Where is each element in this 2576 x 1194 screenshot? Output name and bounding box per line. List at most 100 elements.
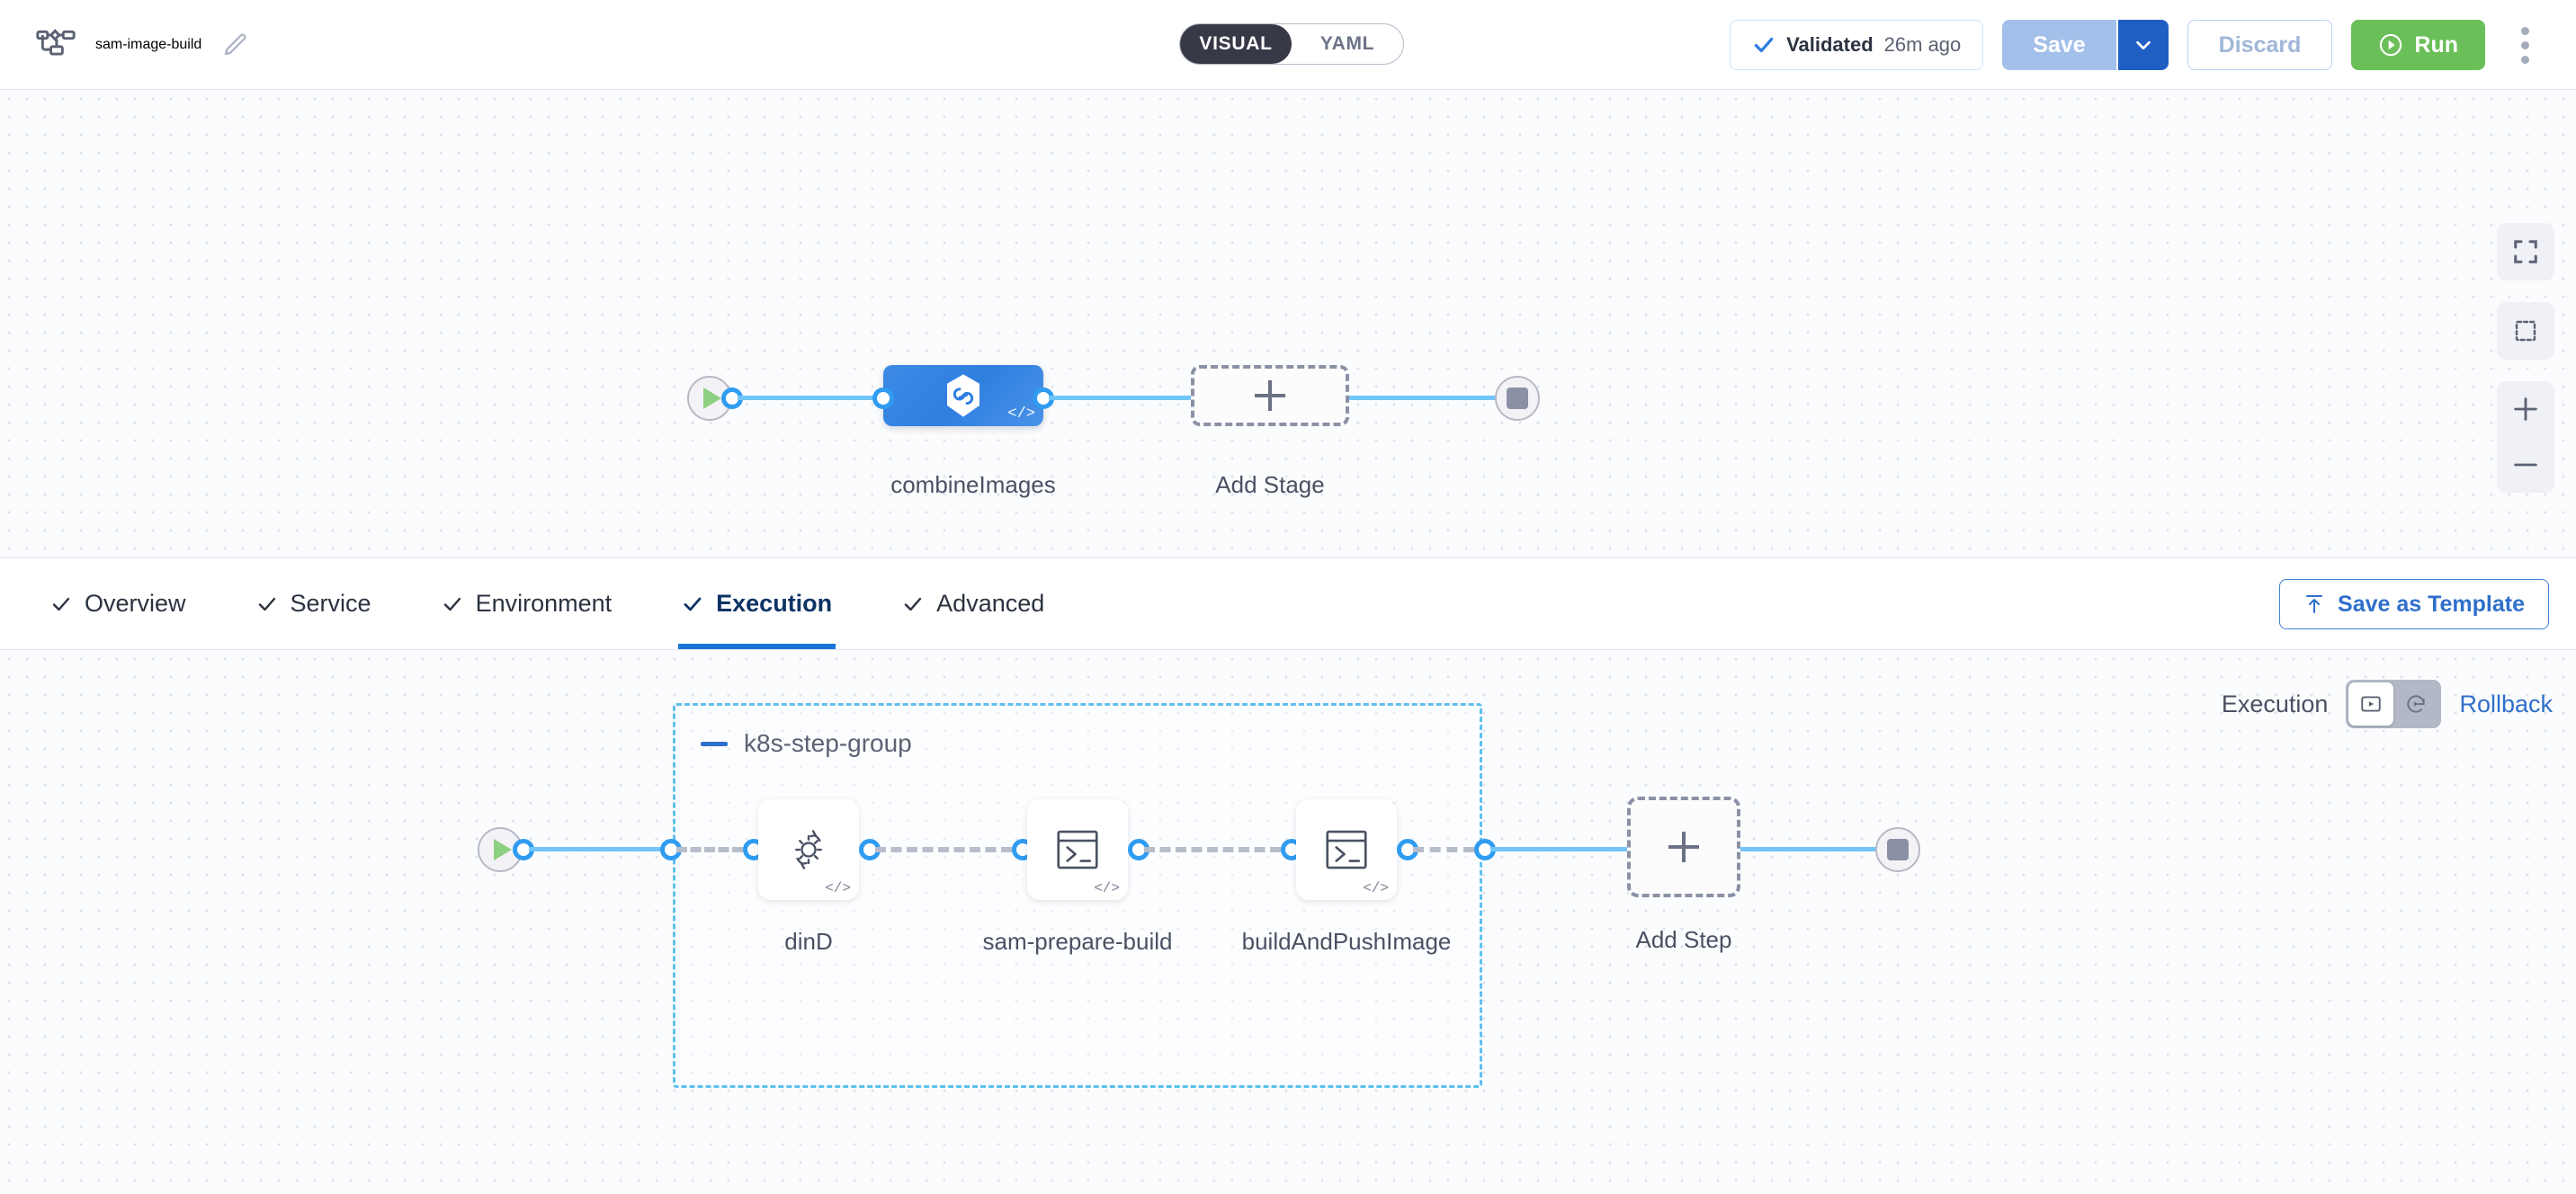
step-node-buildandpushimage[interactable]: </> [1296, 799, 1397, 900]
header-actions: Validated 26m ago Save Discard Run [1730, 0, 2545, 90]
save-dropdown-button[interactable] [2117, 20, 2169, 70]
validation-status-badge[interactable]: Validated 26m ago [1730, 20, 1984, 70]
step-label-dind: dinD [784, 928, 833, 955]
kebab-dot [2520, 40, 2529, 49]
pencil-icon[interactable] [221, 31, 248, 58]
execution-view-icon [2359, 692, 2383, 716]
zoom-out-button[interactable] [2497, 437, 2554, 493]
plus-icon [1668, 832, 1699, 862]
tab-advanced[interactable]: Advanced [899, 558, 1048, 649]
execution-switch-label: Execution [2221, 690, 2329, 717]
step-code-badge: </> [825, 880, 851, 896]
stage-link-addstage-to-end [1349, 396, 1507, 400]
stage-node-combineimages[interactable]: </> [883, 365, 1043, 426]
tab-service[interactable]: Service [253, 558, 375, 649]
execution-rollback-switch: Execution Rollback [2222, 680, 2553, 728]
save-button[interactable]: Save [2002, 20, 2118, 70]
step-link-group-entry-to-dind [676, 847, 743, 852]
rollback-view-icon [2404, 692, 2428, 716]
check-icon [1752, 33, 1775, 57]
execution-graph-canvas[interactable] [0, 650, 2576, 1194]
step-link-samprepare-to-buildandpush [1144, 847, 1281, 852]
fit-to-screen-icon[interactable] [2497, 223, 2554, 281]
add-stage-button[interactable] [1191, 365, 1349, 426]
step-node-body[interactable]: </> [1027, 799, 1128, 900]
add-step-button[interactable] [1627, 797, 1740, 897]
step-link-start-to-group [529, 847, 676, 851]
kebab-dot [2520, 55, 2529, 64]
page-title: sam-image-build [95, 36, 202, 52]
tab-label: Overview [85, 590, 186, 617]
play-triangle-icon [493, 839, 512, 860]
stage-input-port-combineimages[interactable] [872, 388, 894, 409]
chevron-down-icon [2133, 35, 2153, 55]
step-label-buildandpushimage: buildAndPushImage [1241, 928, 1452, 955]
end-node-circle [1495, 376, 1540, 421]
upload-template-icon [2303, 593, 2325, 616]
tab-label: Advanced [936, 590, 1045, 617]
tab-environment[interactable]: Environment [438, 558, 616, 649]
tab-overview[interactable]: Overview [47, 558, 190, 649]
mode-option-yaml[interactable]: YAML [1319, 33, 1375, 54]
tab-label: Service [290, 590, 371, 617]
mode-option-visual[interactable]: VISUAL [1180, 24, 1292, 64]
add-stage-box[interactable] [1191, 365, 1349, 426]
tab-list: Overview Service Environment Execution A… [0, 558, 1048, 649]
rollback-switch-label[interactable]: Rollback [2459, 690, 2553, 717]
stage-end-node[interactable] [1495, 376, 1540, 421]
visual-yaml-toggle[interactable]: VISUAL YAML [1179, 23, 1404, 65]
rollback-view-button[interactable] [2393, 682, 2438, 726]
save-as-template-label: Save as Template [2338, 591, 2525, 617]
header-left-group: sam-image-build [0, 25, 248, 65]
stage-link-combineimages-to-addstage [1049, 396, 1191, 400]
step-node-dind[interactable]: </> [758, 799, 859, 900]
stage-graph-canvas[interactable]: </> combineImages Add Stage [0, 90, 2576, 557]
step-link-buildandpush-to-group-exit [1413, 847, 1474, 852]
end-node-circle [1875, 827, 1920, 872]
app-header: sam-image-build VISUAL YAML Validated 26… [0, 0, 2576, 90]
check-icon [902, 593, 924, 615]
step-link-group-to-addstep [1490, 847, 1627, 851]
gear-rotate-icon [782, 823, 836, 877]
stage-label-combineimages: combineImages [890, 471, 1056, 498]
execution-rollback-segmented-control[interactable] [2346, 680, 2442, 728]
tab-label: Execution [716, 590, 833, 617]
terminal-icon [1319, 823, 1373, 877]
kebab-menu-icon[interactable] [2504, 20, 2545, 70]
add-stage-label: Add Stage [1215, 471, 1325, 498]
run-button[interactable]: Run [2351, 20, 2485, 70]
add-step-label: Add Step [1635, 926, 1732, 953]
step-link-addstep-to-end [1740, 847, 1877, 851]
marquee-select-icon[interactable] [2497, 302, 2554, 360]
step-group-header: k8s-step-group [701, 729, 912, 758]
check-icon [256, 593, 278, 615]
zoom-controls [2497, 381, 2554, 493]
execution-view-button[interactable] [2348, 682, 2394, 726]
validation-timestamp: 26m ago [1883, 33, 1962, 56]
validation-label: Validated [1786, 33, 1874, 56]
collapse-minus-icon[interactable] [701, 741, 728, 746]
add-step-box[interactable] [1627, 797, 1740, 897]
step-node-body[interactable]: </> [758, 799, 859, 900]
discard-button[interactable]: Discard [2187, 20, 2333, 70]
zoom-in-button[interactable] [2497, 381, 2554, 437]
harness-cd-hexagon-icon [939, 371, 988, 420]
canvas-controls [2497, 223, 2554, 493]
save-as-template-button[interactable]: Save as Template [2279, 579, 2549, 629]
stage-config-tabbar: Overview Service Environment Execution A… [0, 557, 2576, 650]
step-node-sam-prepare-build[interactable]: </> [1027, 799, 1128, 900]
stage-link-start-to-combineimages [738, 396, 883, 400]
step-node-body[interactable]: </> [1296, 799, 1397, 900]
tab-execution[interactable]: Execution [678, 558, 836, 649]
stage-node-body[interactable]: </> [883, 365, 1043, 426]
step-end-node[interactable] [1875, 827, 1920, 872]
terminal-icon [1051, 823, 1105, 877]
step-link-dind-to-samprepare [875, 847, 1012, 852]
stop-square-icon [1507, 388, 1528, 409]
play-circle-icon [2378, 32, 2403, 58]
save-split-button[interactable]: Save [2002, 20, 2169, 70]
play-triangle-icon [702, 388, 721, 409]
stop-square-icon [1887, 839, 1909, 860]
kebab-dot [2520, 26, 2529, 35]
check-icon [442, 593, 463, 615]
